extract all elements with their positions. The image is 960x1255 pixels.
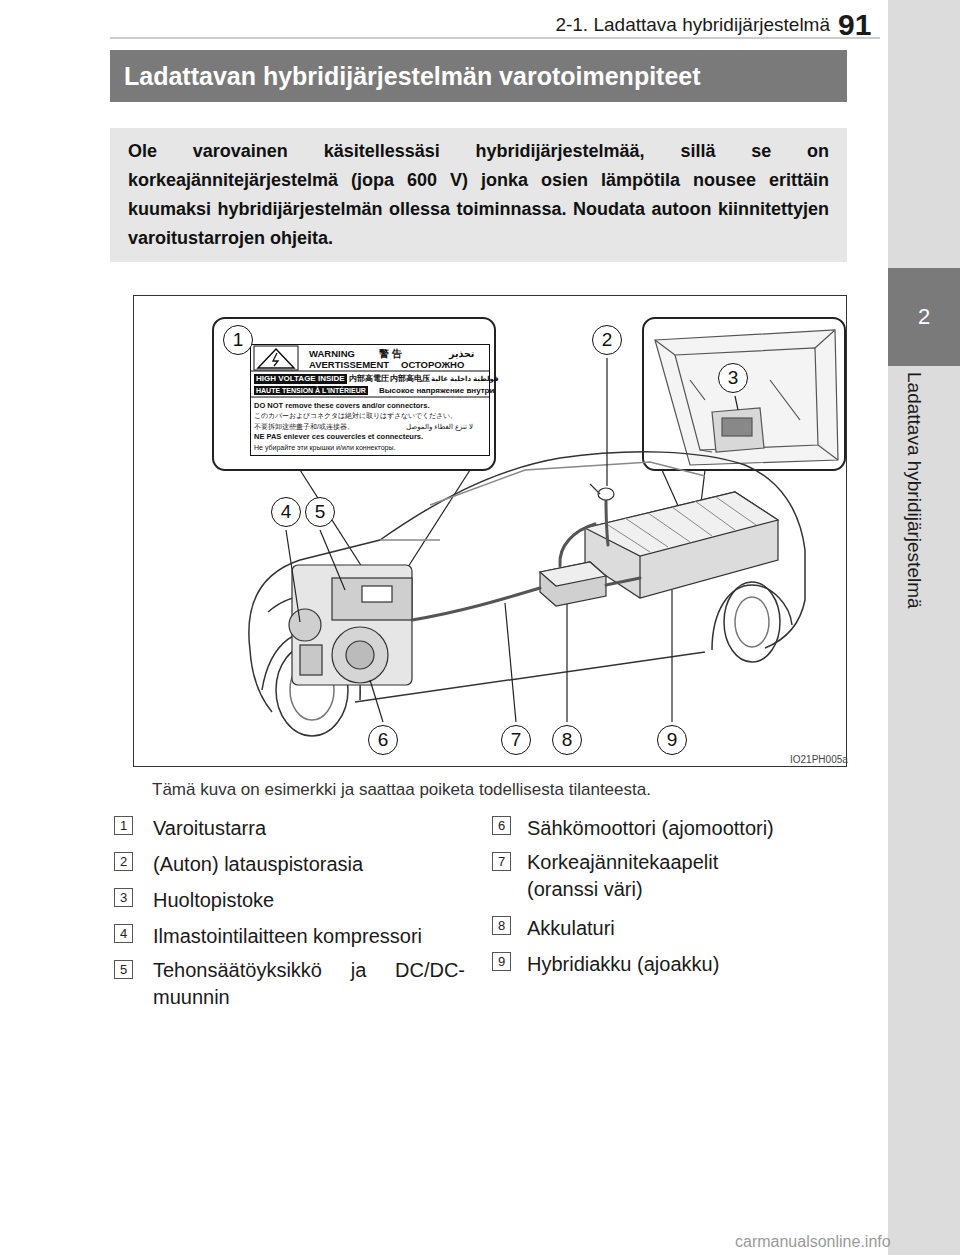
section-title: Ladattavan hybridijärjestelmän varotoime… bbox=[124, 60, 701, 92]
chapter-number: 2 bbox=[918, 300, 930, 333]
warning-text: WARNING bbox=[309, 348, 355, 360]
hybrid-battery bbox=[585, 492, 778, 598]
service-plug-drawing bbox=[655, 330, 838, 465]
item-text: Varoitustarra bbox=[153, 813, 266, 843]
list-marker: 7 bbox=[492, 852, 511, 871]
callout-number: 4 bbox=[272, 498, 300, 525]
callout-circle: 6 bbox=[368, 725, 398, 755]
item-text: Korkeajännitekaapelit (oranssi väri) bbox=[527, 849, 777, 903]
callout-circle: 3 bbox=[718, 363, 748, 393]
warning-label: WARNING 警 告 تحذير AVERTISSEMENT ОСТОРОЖНО HIG… bbox=[250, 344, 490, 456]
chapter-side-title: Ladattava hybridijärjestelmä bbox=[902, 372, 926, 609]
warning-text: 警 告 bbox=[379, 348, 402, 360]
list-marker: 3 bbox=[114, 888, 133, 907]
warning-text: AVERTISSEMENT bbox=[309, 359, 389, 371]
charger-box bbox=[540, 562, 606, 606]
callout-number: 9 bbox=[658, 726, 686, 753]
engine-compartment bbox=[289, 565, 412, 685]
marker-number: 5 bbox=[115, 961, 132, 978]
marker-number: 3 bbox=[115, 889, 132, 906]
warning-text: 内部高電圧 bbox=[349, 374, 389, 384]
callout-number: 2 bbox=[593, 326, 621, 353]
header-rule bbox=[110, 38, 880, 39]
warning-text: تحذير bbox=[449, 348, 474, 360]
title-bar bbox=[110, 50, 847, 102]
warning-text: Высокое напряжение внутри bbox=[379, 386, 494, 396]
figure-frame bbox=[134, 296, 847, 767]
warning-text: ОСТОРОЖНО bbox=[401, 359, 464, 371]
callout-circle: 5 bbox=[305, 497, 335, 527]
list-marker: 1 bbox=[114, 816, 133, 835]
notice-box: Ole varovainen käsitellessäsi hybridijär… bbox=[110, 128, 847, 262]
callout-number: 6 bbox=[369, 726, 397, 753]
item-text: (Auton) latauspistorasia bbox=[153, 849, 363, 879]
warning-text: NE PAS enlever ces couvercles et connect… bbox=[254, 432, 423, 442]
list-marker: 2 bbox=[114, 852, 133, 871]
callout-circle: 4 bbox=[271, 497, 301, 527]
item-text: Akkulaturi bbox=[527, 913, 615, 943]
marker-number: 9 bbox=[493, 953, 510, 970]
item-text: Hybridiakku (ajoakku) bbox=[527, 949, 719, 979]
marker-number: 6 bbox=[493, 817, 510, 834]
inset-frame bbox=[643, 318, 845, 470]
warning-text: 不要拆卸这些盖子和/或连接器。 bbox=[254, 422, 354, 431]
callout-number: 1 bbox=[224, 326, 252, 353]
car-illustration bbox=[249, 452, 805, 736]
warning-text: لا تنزع الغطاء والموصل bbox=[406, 422, 473, 431]
list-marker: 8 bbox=[492, 916, 511, 935]
callout-circle: 8 bbox=[552, 725, 582, 755]
list-marker: 9 bbox=[492, 952, 511, 971]
marker-number: 2 bbox=[115, 853, 132, 870]
side-strip bbox=[888, 0, 960, 1255]
warning-text: このカバーおよびコネクタは絶対に取りはずさないでください。 bbox=[254, 411, 457, 420]
item-text: Huoltopistoke bbox=[153, 885, 274, 915]
warning-text: فولطية داخلية عالية bbox=[431, 374, 499, 383]
callout-number: 8 bbox=[553, 726, 581, 753]
callout-circle: 7 bbox=[501, 725, 531, 755]
charging-socket bbox=[590, 484, 614, 500]
callout-circle: 2 bbox=[592, 325, 622, 355]
notice-text: Ole varovainen käsitellessäsi hybridijär… bbox=[128, 137, 829, 253]
marker-number: 7 bbox=[493, 853, 510, 870]
warning-text: 内部高电压 bbox=[390, 374, 430, 384]
warning-text: DO NOT remove these covers and/or connec… bbox=[254, 401, 429, 411]
callout-number: 7 bbox=[502, 726, 530, 753]
page-number: 91 bbox=[838, 2, 871, 47]
marker-number: 4 bbox=[115, 925, 132, 942]
figure-code: IO21PH005a bbox=[790, 752, 848, 767]
high-voltage-cables bbox=[412, 500, 640, 620]
chapter-tab bbox=[888, 268, 960, 366]
marker-number: 8 bbox=[493, 917, 510, 934]
item-text: Ilmastointilaitteen kompressori bbox=[153, 921, 422, 951]
callout-number: 3 bbox=[719, 364, 747, 391]
callout-circle: 1 bbox=[223, 325, 253, 355]
watermark: carmanualsonline.info bbox=[735, 1230, 891, 1254]
list-marker: 4 bbox=[114, 924, 133, 943]
list-marker: 6 bbox=[492, 816, 511, 835]
marker-number: 1 bbox=[115, 817, 132, 834]
item-text: Tehonsäätöyksikkö ja DC/DC-muunnin bbox=[153, 957, 465, 1011]
figure-caption: Tämä kuva on esimerkki ja saattaa poiket… bbox=[152, 779, 651, 801]
running-header: 2-1. Ladattava hybridijärjestelmä bbox=[555, 10, 830, 39]
warning-text: Не убирайте эти крышки и/или коннекторы. bbox=[254, 443, 395, 452]
callout-circle: 9 bbox=[657, 725, 687, 755]
warning-text: HAUTE TENSION À L'INTÉRIEUR bbox=[254, 386, 368, 395]
callout-number: 5 bbox=[306, 498, 334, 525]
list-marker: 5 bbox=[114, 960, 133, 979]
inset-frame bbox=[213, 318, 495, 470]
item-text: Sähkömoottori (ajomoottori) bbox=[527, 813, 774, 843]
warning-text: HIGH VOLTAGE INSIDE bbox=[254, 374, 347, 384]
